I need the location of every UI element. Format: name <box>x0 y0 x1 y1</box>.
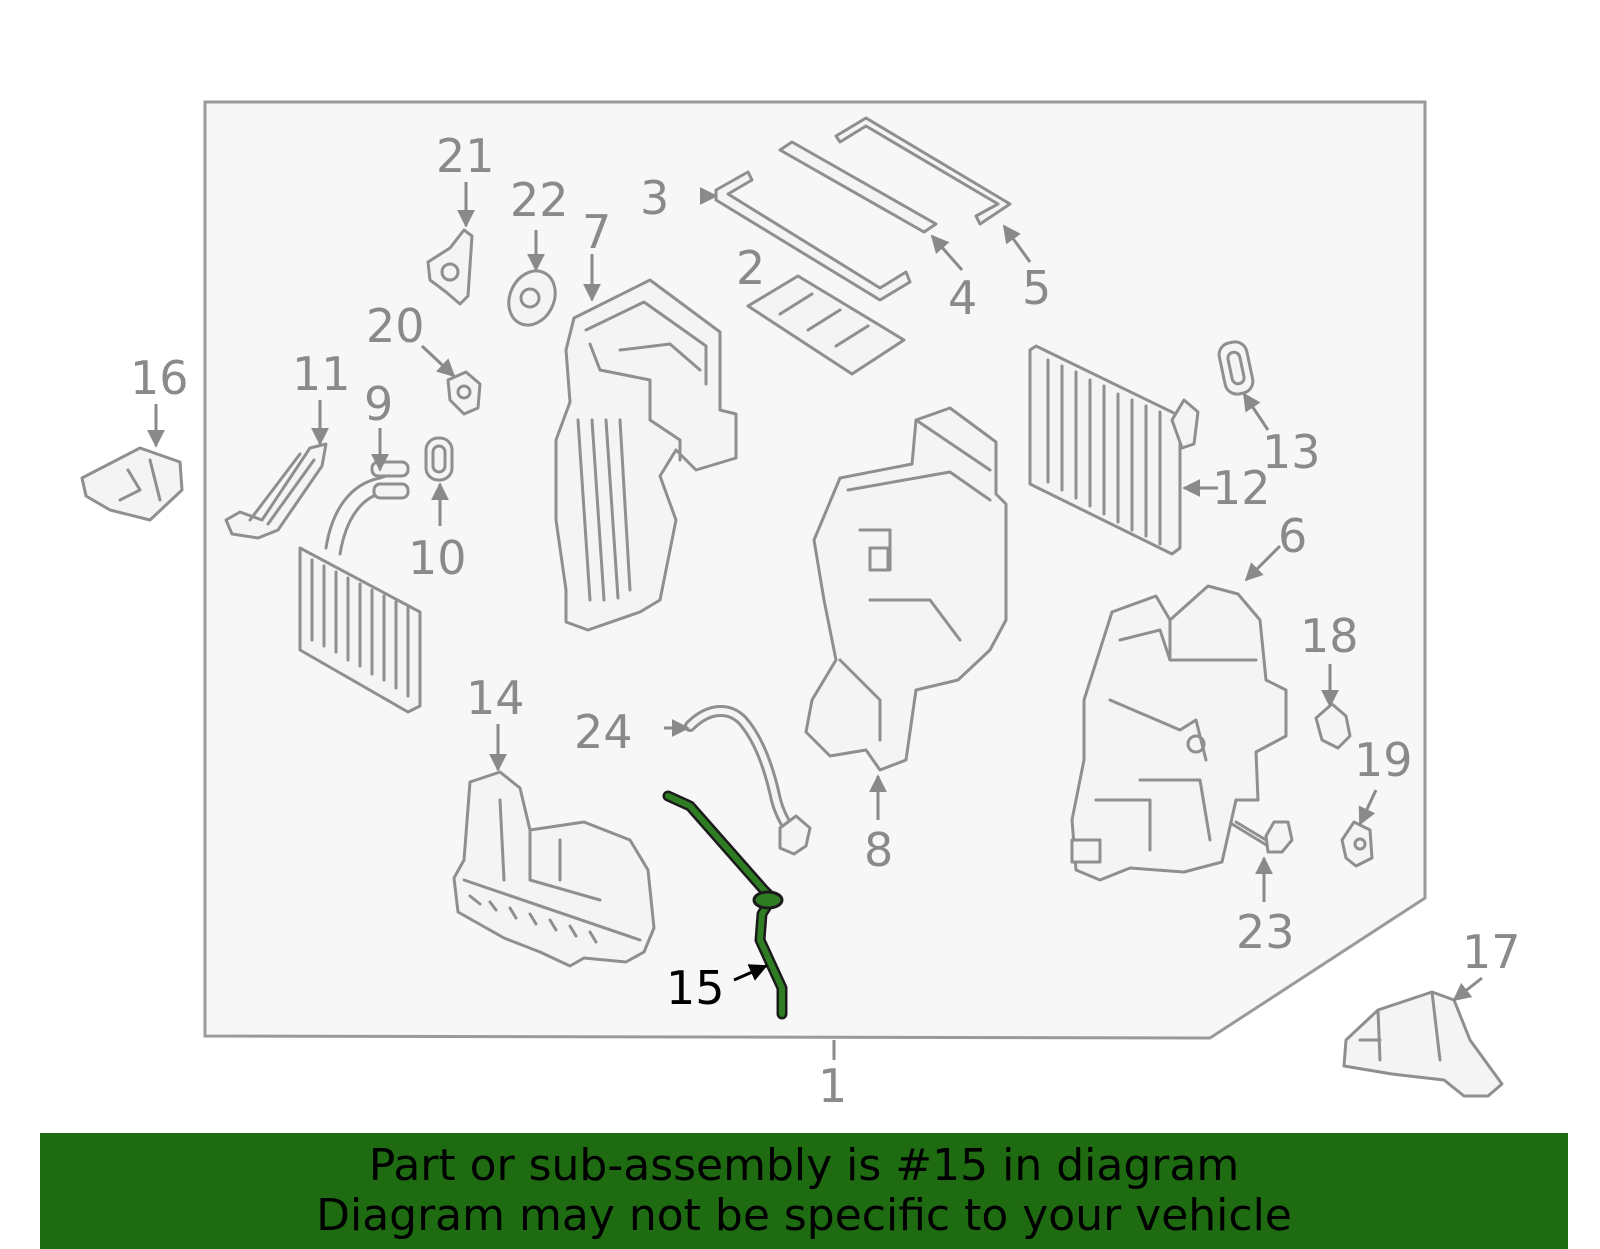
part-5-seal-frame[interactable] <box>834 116 1012 226</box>
callout-6: 6 <box>1278 509 1307 563</box>
part-11-pipe-bracket[interactable] <box>224 442 328 540</box>
callout-8: 8 <box>864 823 893 877</box>
callout-11: 11 <box>292 347 351 401</box>
part-17-duct[interactable] <box>1342 990 1504 1098</box>
callout-1: 1 <box>818 1059 847 1113</box>
callout-12: 12 <box>1212 461 1271 515</box>
callout-16: 16 <box>130 351 189 405</box>
callout-2: 2 <box>736 241 765 295</box>
callout-14: 14 <box>466 671 525 725</box>
banner-line-2: Diagram may not be specific to your vehi… <box>316 1190 1292 1241</box>
callout-15: 15 <box>666 961 725 1015</box>
part-3-gasket[interactable] <box>714 170 912 302</box>
part-7-blower-case[interactable] <box>554 278 738 632</box>
callout-4: 4 <box>948 271 977 325</box>
callout-23: 23 <box>1236 905 1295 959</box>
callout-24: 24 <box>574 705 633 759</box>
callout-3: 3 <box>640 171 669 225</box>
part-20-actuator[interactable] <box>446 370 482 416</box>
part-23-sensor-probe[interactable] <box>1230 820 1294 854</box>
callout-9: 9 <box>364 377 393 431</box>
callout-21: 21 <box>436 129 495 183</box>
part-6-hvac-case[interactable] <box>1070 584 1288 882</box>
callout-13: 13 <box>1262 425 1321 479</box>
part-16-bracket[interactable] <box>80 446 184 522</box>
callout-22: 22 <box>510 173 569 227</box>
callout-labels: 1 2 3 4 5 6 7 8 9 10 11 12 13 14 15 16 1… <box>130 129 1521 1113</box>
info-banner: Part or sub-assembly is #15 in diagram D… <box>40 1133 1568 1249</box>
callout-20: 20 <box>366 299 425 353</box>
banner-line-1: Part or sub-assembly is #15 in diagram <box>368 1140 1240 1191</box>
part-15-drain-hose[interactable] <box>662 790 788 1020</box>
part-9-heater-core[interactable] <box>298 460 422 714</box>
callout-5: 5 <box>1022 261 1051 315</box>
part-22-motor[interactable] <box>500 263 564 332</box>
callout-7: 7 <box>582 205 611 259</box>
callout-10: 10 <box>408 531 467 585</box>
callout-17: 17 <box>1462 925 1521 979</box>
part-14-case-lower[interactable] <box>452 770 656 968</box>
part-4-seal[interactable] <box>778 140 938 234</box>
part-24-hose[interactable] <box>684 704 812 856</box>
part-19-sensor[interactable] <box>1340 820 1374 868</box>
callout-19: 19 <box>1354 733 1413 787</box>
assembly-boundary <box>203 100 1427 1040</box>
part-2-filter-insert[interactable] <box>746 274 906 376</box>
leader-lines <box>147 182 1483 1060</box>
part-13-grommet[interactable] <box>1217 340 1255 397</box>
part-10-grommet[interactable] <box>424 436 454 482</box>
part-12-evaporator[interactable] <box>1028 344 1200 556</box>
callout-18: 18 <box>1300 609 1359 663</box>
part-8-hvac-case[interactable] <box>804 406 1008 772</box>
part-21-actuator[interactable] <box>426 228 474 306</box>
